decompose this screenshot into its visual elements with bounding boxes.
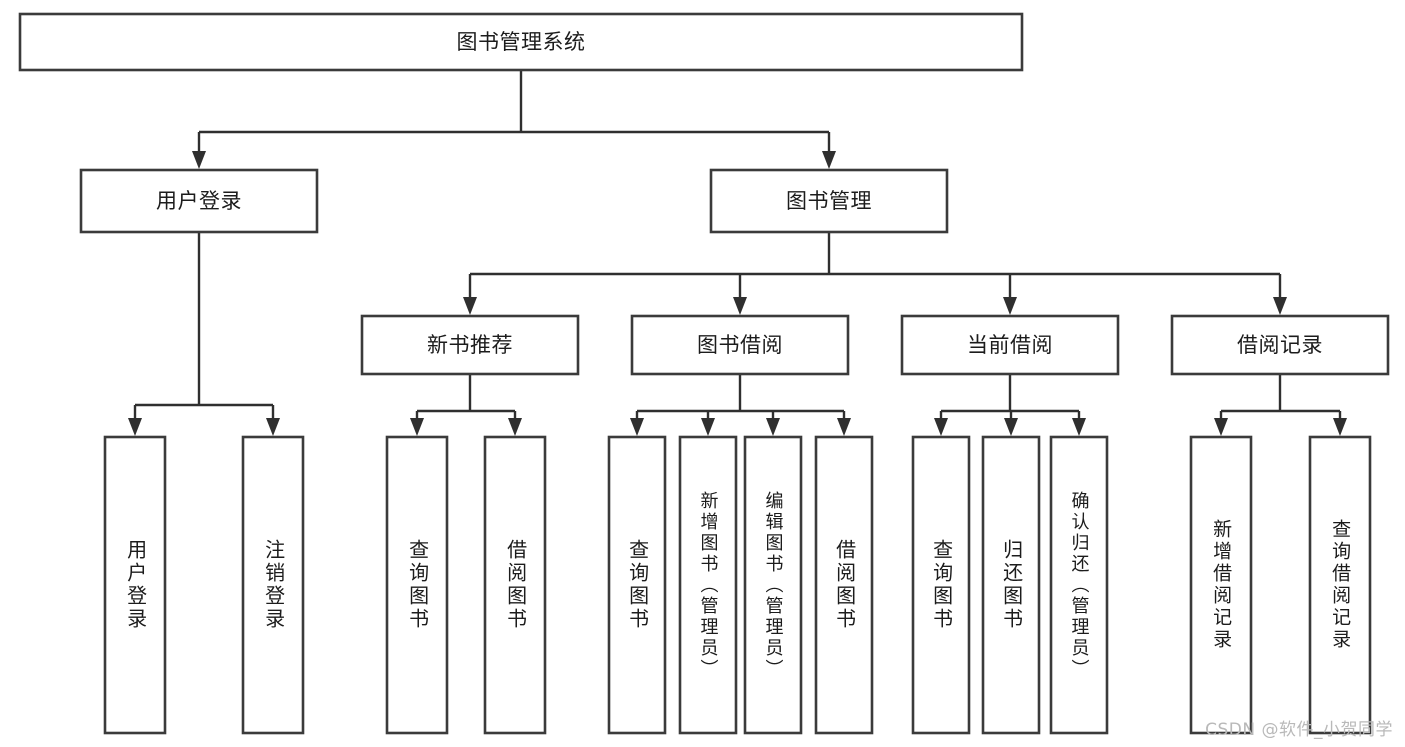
arrow-head-icon: [701, 418, 715, 436]
arrow-head-icon: [410, 418, 424, 436]
node-leaf-leaf-query-borrow-record: [1308, 435, 1372, 735]
arrow-head-icon: [463, 297, 477, 315]
node-label: 当前借阅: [967, 333, 1053, 357]
boxes-layer: [18, 12, 1390, 735]
node-label: 图书管理: [786, 189, 872, 213]
node-label: 新书推荐: [427, 333, 513, 357]
node-label: 图书管理系统: [457, 30, 586, 54]
node-label: 借阅记录: [1237, 333, 1323, 357]
node-level2-user-login: [79, 168, 319, 234]
arrow-head-icon: [128, 418, 142, 436]
node-leaf-leaf-add-book: [678, 435, 738, 735]
arrow-head-icon: [837, 418, 851, 436]
connectors-layer: [128, 70, 1347, 436]
csdn-watermark: CSDN @软件_小贺同学: [1205, 720, 1393, 740]
arrow-head-icon: [1004, 418, 1018, 436]
node-root: [18, 12, 1024, 72]
node-level3-new-book-recommend: [360, 314, 580, 376]
node-level3-current-borrow: [900, 314, 1120, 376]
node-label: 图书借阅: [697, 333, 783, 357]
node-leaf-leaf-borrow-book: [814, 435, 874, 735]
node-leaf-leaf-query-book-cur: [911, 435, 971, 735]
arrow-head-icon: [822, 151, 836, 169]
arrow-head-icon: [766, 418, 780, 436]
node-leaf-leaf-logout-login: [241, 435, 305, 735]
arrow-head-icon: [1214, 418, 1228, 436]
arrow-head-icon: [192, 151, 206, 169]
arrow-head-icon: [1072, 418, 1086, 436]
node-leaf-leaf-return-book: [981, 435, 1041, 735]
node-level2-book-manage: [709, 168, 949, 234]
node-label: 用户登录: [156, 189, 242, 213]
arrow-head-icon: [733, 297, 747, 315]
arrow-head-icon: [934, 418, 948, 436]
arrow-head-icon: [630, 418, 644, 436]
arrow-head-icon: [1333, 418, 1347, 436]
node-leaf-leaf-query-book-borrow: [607, 435, 667, 735]
node-leaf-leaf-edit-book: [743, 435, 803, 735]
arrow-head-icon: [1273, 297, 1287, 315]
node-leaf-leaf-user-login: [103, 435, 167, 735]
arrow-head-icon: [1003, 297, 1017, 315]
node-leaf-leaf-add-borrow-record: [1189, 435, 1253, 735]
node-leaf-leaf-query-book-rec: [385, 435, 449, 735]
node-leaf-leaf-confirm-return: [1049, 435, 1109, 735]
node-leaf-leaf-borrow-book-rec: [483, 435, 547, 735]
node-level3-book-borrow: [630, 314, 850, 376]
arrow-head-icon: [266, 418, 280, 436]
node-level3-borrow-record: [1170, 314, 1390, 376]
arrow-head-icon: [508, 418, 522, 436]
